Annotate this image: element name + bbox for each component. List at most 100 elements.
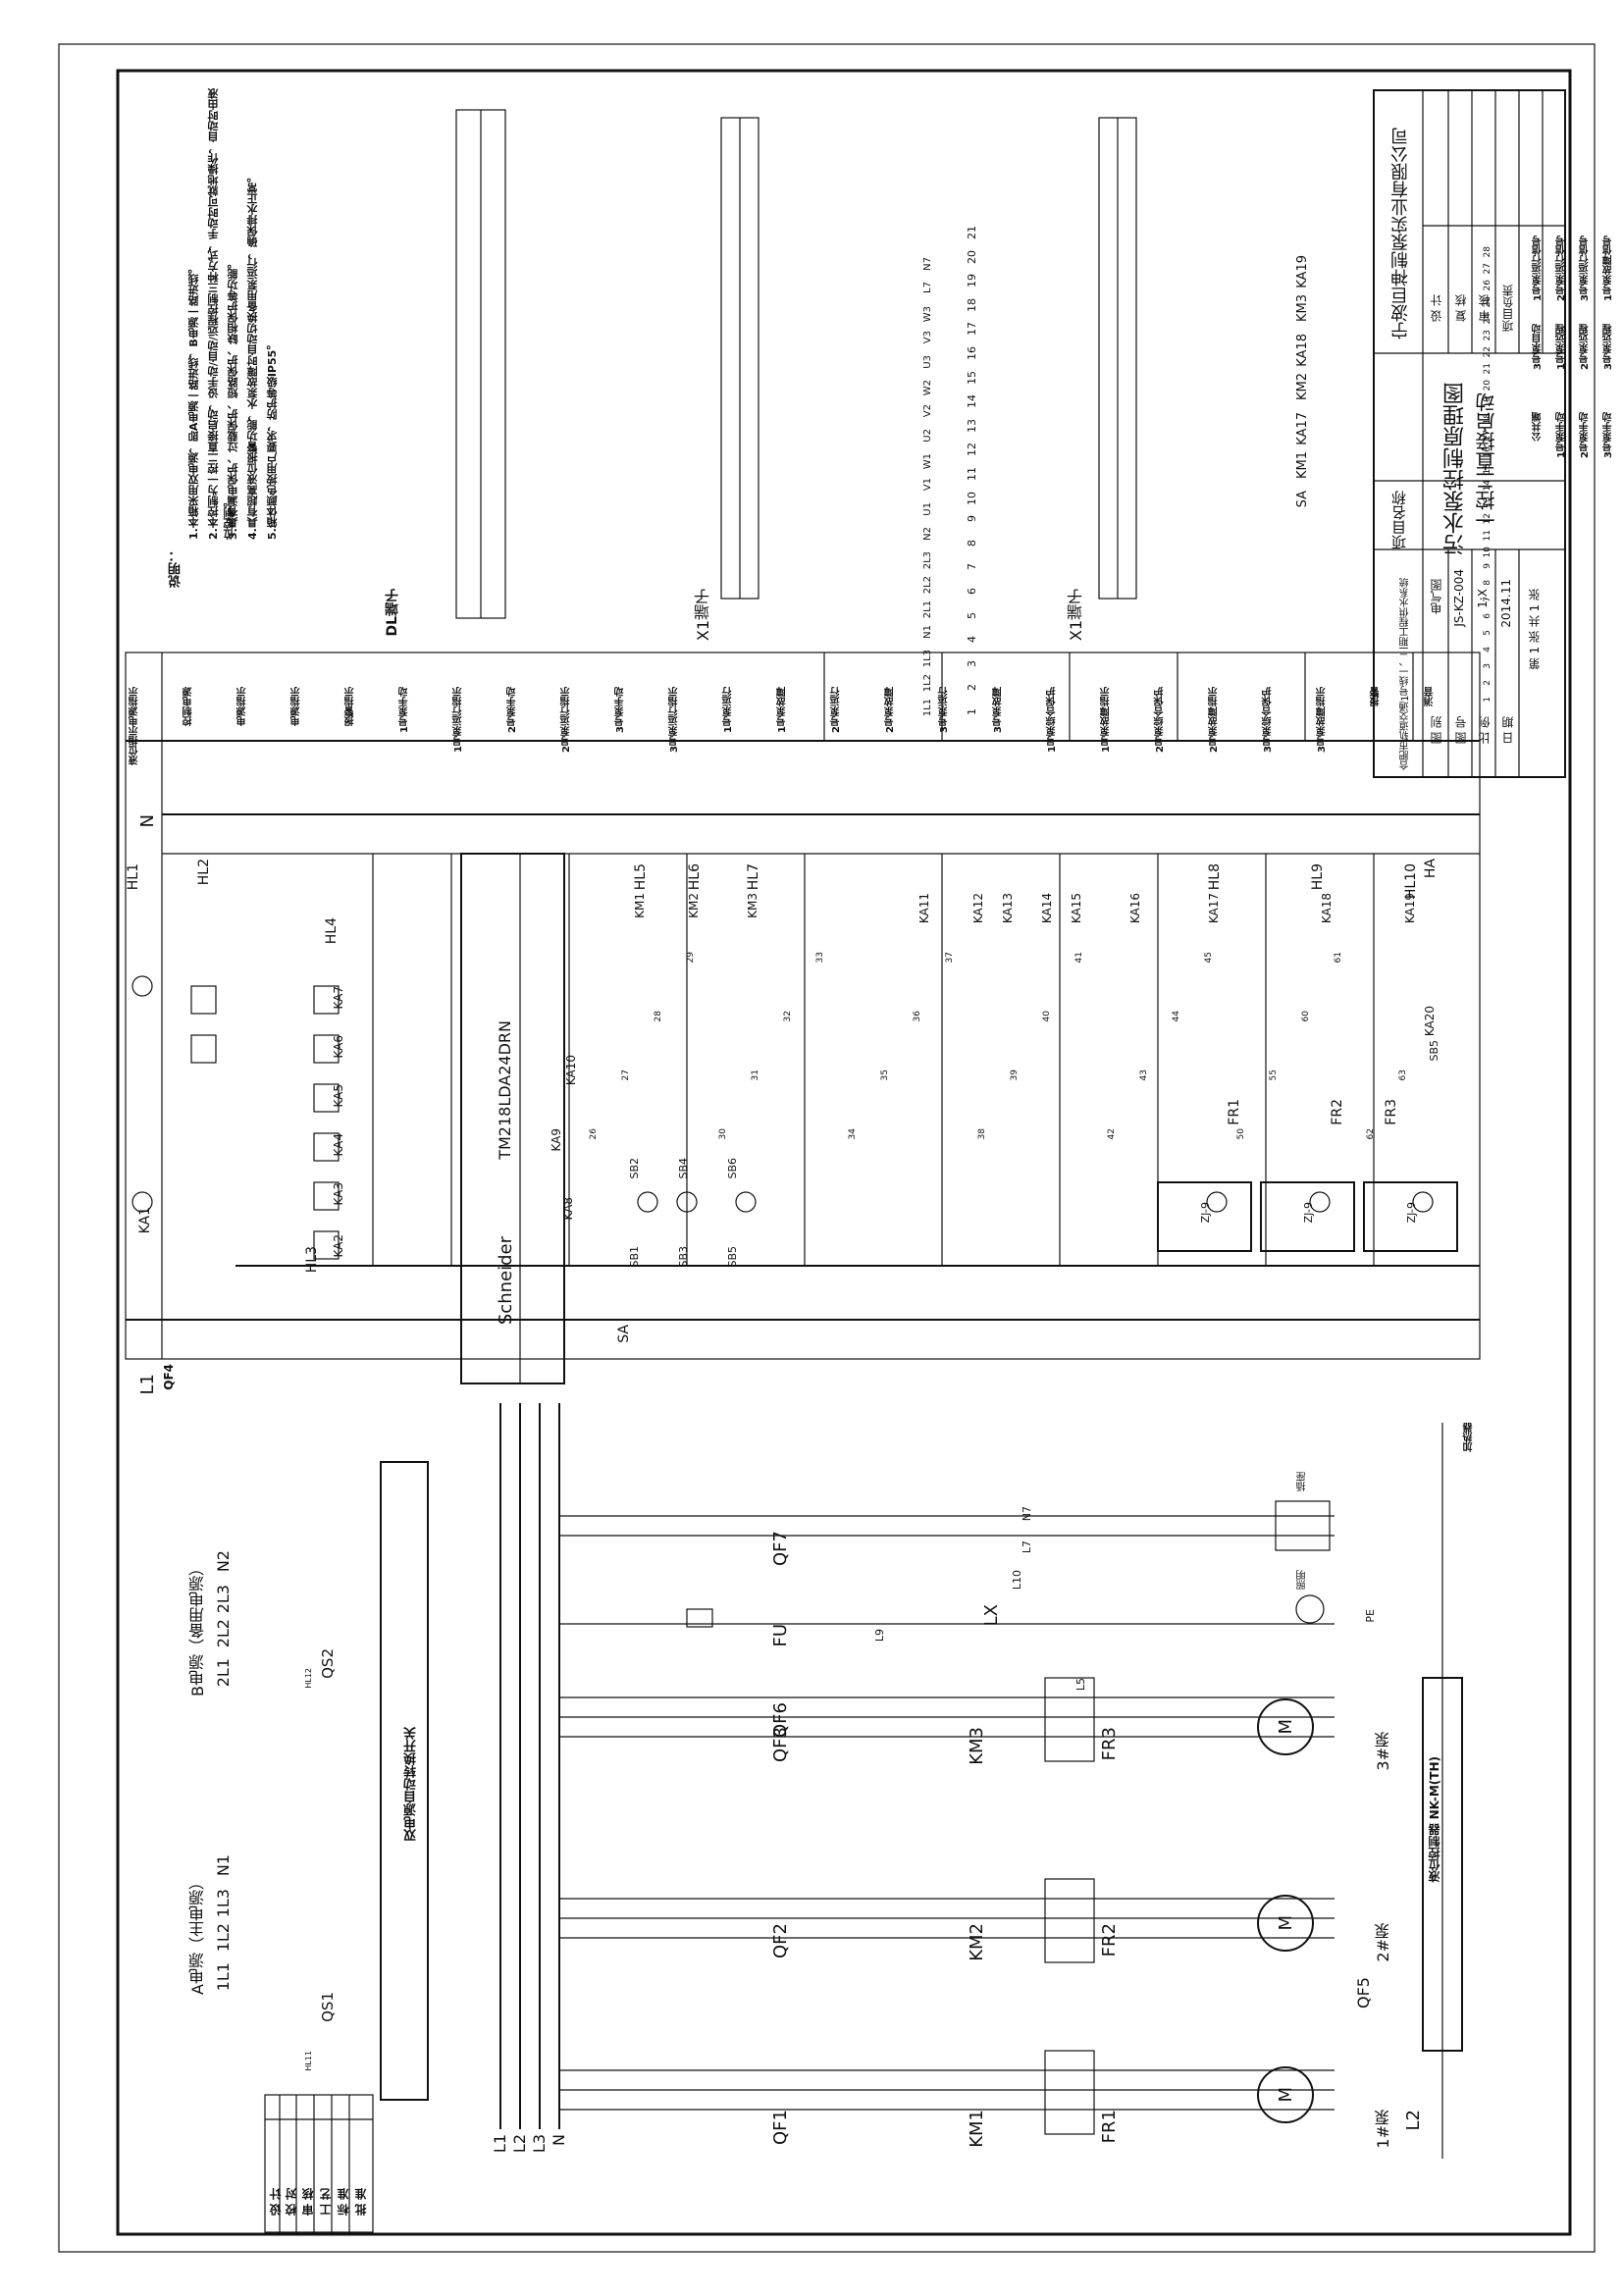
hl-lamp-label: HL8 (1207, 863, 1223, 891)
dl-wire-label: W3 (922, 306, 933, 323)
dl-wire-label: W2 (922, 380, 933, 396)
x1-description: 3号泵远程 (1603, 324, 1614, 370)
x1-terminal-number: 1 (1483, 697, 1492, 703)
wire-number: 50 (1236, 1128, 1246, 1140)
x1-terminal-number: 14 (1483, 480, 1492, 492)
ctrl-n-label: N (137, 814, 158, 828)
dl-terminal-number: 11 (966, 467, 978, 481)
control-rails (162, 813, 1480, 1267)
x1-terminal-number: 2 (1483, 680, 1492, 686)
x1-terminal-number: 24 (1483, 313, 1492, 325)
title-drawing-type: 电气图 (1430, 579, 1443, 614)
power-bus (380, 1403, 560, 2129)
x1-device-label: KM1 (1295, 451, 1310, 480)
dl-terminal-number: 1 (966, 708, 978, 715)
indicator-lamps (131, 975, 1434, 1213)
breaker-label: QF6 (770, 1702, 791, 1738)
hl-lamp-label: HL2 (196, 859, 212, 886)
circuit-function-label: 1号泵手动 (399, 687, 410, 733)
dl-terminal-number: 9 (966, 515, 978, 523)
title-project-name: 合肥市轨道交通1号线一、二期工程供水系统 (1400, 577, 1411, 770)
wire-number: 60 (1301, 1011, 1311, 1022)
circuit-function-label: 1号泵运行指示 (453, 687, 464, 753)
dl-terminal-number: 14 (966, 394, 978, 409)
title-sheet: 第 1 张 共 1 张 (1528, 589, 1542, 670)
wire-number: 42 (1107, 1128, 1117, 1140)
dl-wire-label: N2 (922, 527, 933, 541)
note-4: 4.具有超高液位报警功能，水泵故障时自动切换备用泵运行，确保排水正常。 (246, 172, 259, 540)
motors (1257, 1698, 1314, 2123)
x1-terminal-number: 7 (1483, 597, 1492, 602)
wire-number: 29 (686, 952, 696, 964)
relay-label: KA11 (917, 893, 931, 924)
revision-label: 审 核 (301, 2188, 315, 2217)
revision-label: 校 对 (285, 2188, 298, 2217)
x1-description: 1号泵远程 (1556, 324, 1567, 370)
wire-number: 34 (848, 1128, 858, 1140)
lighting-label: 照明 (1297, 1570, 1308, 1590)
x1b-terminal-label: X1端子 (1067, 589, 1085, 642)
wire-number: 55 (1269, 1070, 1279, 1081)
dl-wire-label: 1L3 (922, 650, 933, 668)
hl12-label: HL12 (304, 1668, 313, 1689)
pump-label: 3#泵 (1374, 1732, 1392, 1771)
x1-description: 公共端 (1533, 412, 1544, 442)
aux-loads (686, 1500, 1331, 1628)
relay-label: KA13 (1001, 893, 1015, 924)
wire-number: 38 (977, 1128, 987, 1140)
relay-label: KA3 (332, 1182, 345, 1206)
revision-label: 工 艺 (319, 2188, 333, 2217)
plc-box (460, 853, 565, 1384)
title-role-design: 设 计 (1430, 294, 1443, 322)
circuit-function-label: 3号泵综合保护 (1263, 687, 1274, 753)
button-label: SB4 (677, 1158, 690, 1179)
x1-device-label: KA18 (1295, 334, 1310, 367)
bus-label: L3 (530, 2134, 549, 2154)
title-drawing-type-label: 图 别 (1430, 716, 1443, 744)
lx-label: LX (981, 1604, 1002, 1627)
dl-terminal-number: 4 (966, 636, 978, 644)
ctrl-ha-label: HA (1423, 859, 1439, 879)
button-label: SB3 (677, 1246, 690, 1268)
source-a-line: 1L1 (214, 1962, 233, 1992)
wire-number: 32 (783, 1011, 793, 1022)
contactor-label: KM1 (967, 2110, 987, 2148)
dl-terminal-number: 7 (966, 563, 978, 571)
plc-brand-label: Schneider (496, 1236, 516, 1326)
outer-border (58, 43, 1596, 2253)
circuit-function-label: 1号泵故障指示 (1101, 687, 1112, 753)
x1-terminal-number: 27 (1483, 263, 1492, 275)
circuit-function-label: 1号泵故障 (777, 687, 788, 733)
power-wire-label: L9 (873, 1629, 886, 1643)
x1-terminal-number: 19 (1483, 396, 1492, 408)
dl-terminal-number: 20 (966, 249, 978, 264)
dl-terminal-number: 16 (966, 346, 978, 360)
relay-label: KA8 (561, 1197, 575, 1221)
dl-wire-label: N7 (922, 257, 933, 271)
dl-terminal-label: DL端子 (385, 589, 400, 637)
wire-number: 37 (945, 952, 955, 964)
relay-label: KA20 (1423, 1006, 1437, 1037)
circuit-function-label: 2号泵综合保护 (1155, 687, 1166, 753)
wire-number: 26 (589, 1128, 599, 1140)
circuit-function-label: 液位指示电源指示 (130, 687, 140, 765)
relay-label: KA9 (550, 1128, 563, 1152)
inner-border (116, 69, 1572, 2236)
x1-terminal-number: 20 (1483, 380, 1492, 391)
zj9-label: ZJ-9 (1302, 1202, 1315, 1224)
wire-number: 39 (1010, 1070, 1020, 1081)
circuit-function-label: 电源指示 (237, 687, 248, 726)
x1-description: 3号泵运行信号 (1580, 235, 1591, 301)
terminal-x1b-table (1098, 117, 1137, 600)
relay-label: KA7 (332, 986, 345, 1010)
relay-label: KA4 (332, 1133, 345, 1157)
x1-terminal-number: 4 (1483, 647, 1492, 652)
wire-number: 41 (1074, 952, 1084, 964)
x1-terminal-number: 15 (1483, 463, 1492, 475)
circuit-function-label: 1号泵运行 (723, 687, 734, 733)
relay-label: KA16 (1128, 893, 1142, 924)
wire-number: 27 (621, 1070, 631, 1081)
